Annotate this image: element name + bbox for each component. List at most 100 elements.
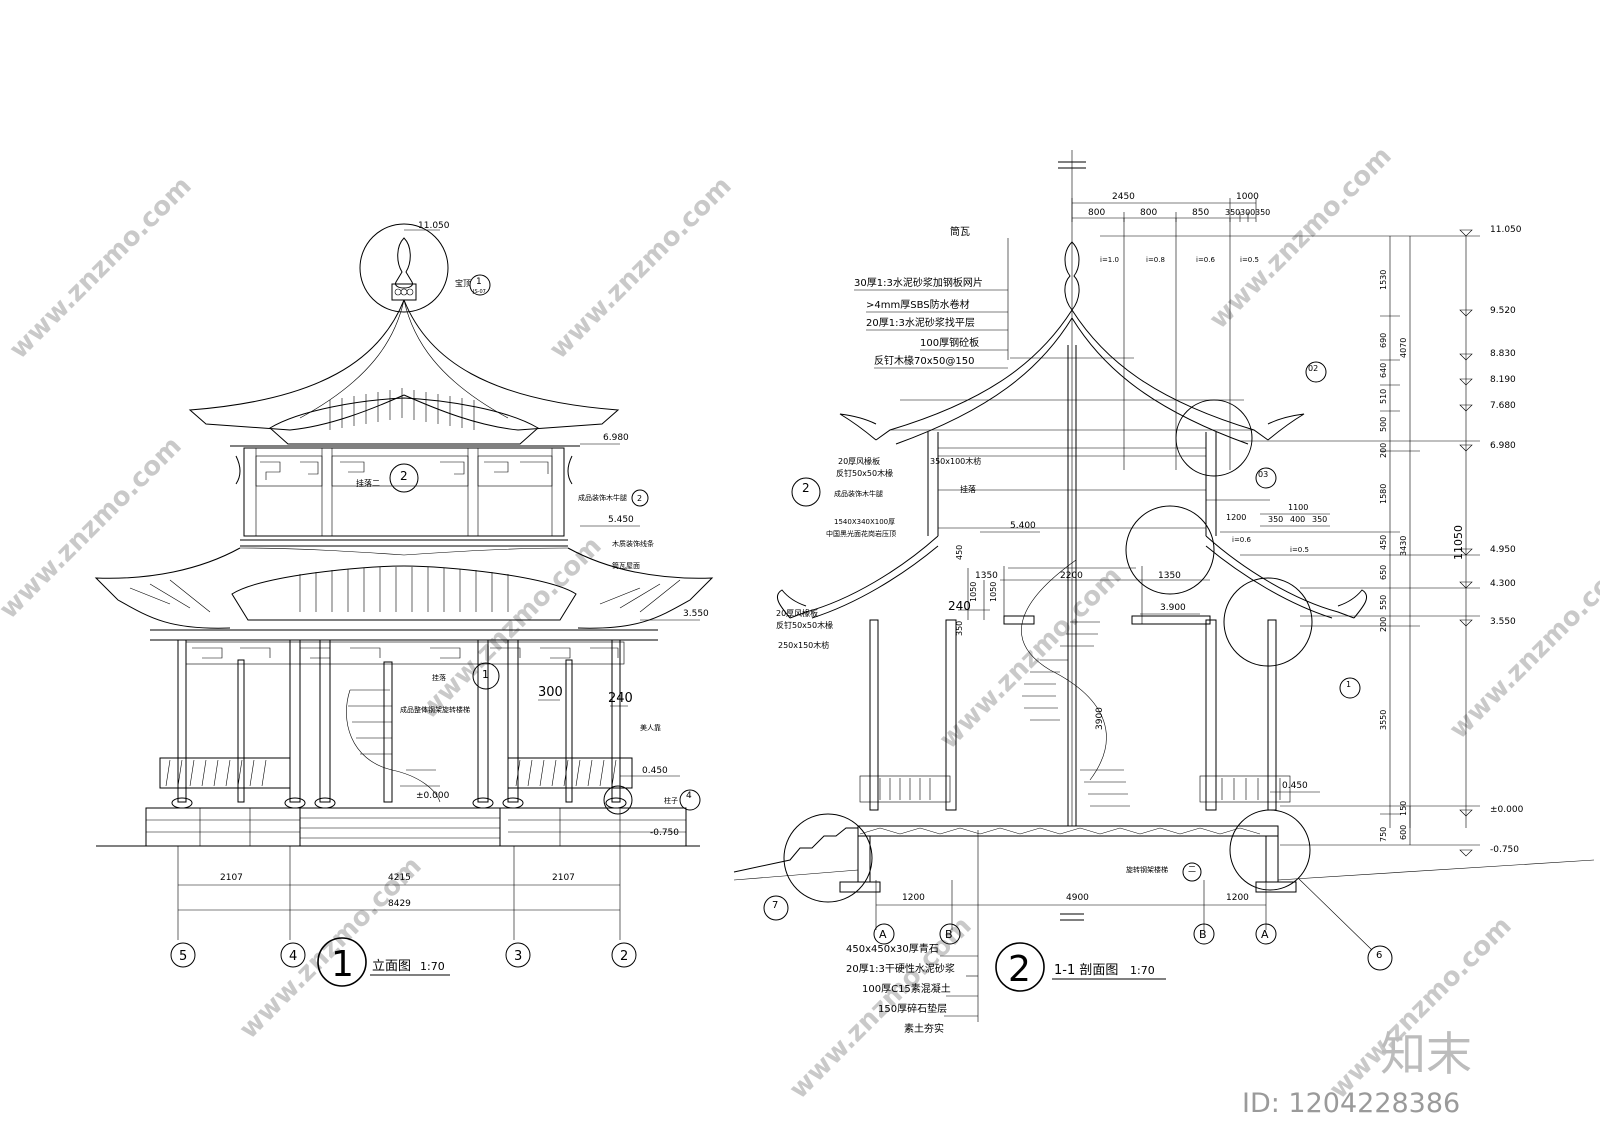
dim-right-total: 4070 (1399, 338, 1408, 358)
dim-interior: 1050 (989, 582, 998, 602)
roof-layer: >4mm厚SBS防水卷材 (866, 298, 970, 311)
elevation-columns (177, 639, 621, 803)
roof-layer: 100厚钢砼板 (920, 336, 979, 349)
level-3550: 3.550 (683, 609, 709, 619)
axis-3: 3 (514, 949, 522, 964)
dim-right: 640 (1379, 363, 1388, 378)
dim-240: 240 (608, 691, 633, 706)
dim-right: 650 (1379, 565, 1388, 580)
upper-roof-left (188, 299, 405, 431)
watermark-id: ID: 1204228386 (1242, 1088, 1460, 1119)
section-levels: 11.050 9.520 8.830 8.190 7.680 6.980 4.9… (1490, 225, 1524, 855)
dim-mid: 1100 (1288, 503, 1308, 512)
dim-top: 350 (1255, 208, 1270, 217)
axis-4: 4 (289, 949, 297, 964)
fretwork-band (185, 641, 625, 665)
dim-interior: 1350 (1158, 571, 1181, 581)
watermark-site: www.znzmo.com (1204, 141, 1398, 335)
level-0450: 0.450 (1282, 781, 1308, 791)
dim-mid: 1200 (1226, 513, 1246, 522)
detail-ref: 2 (802, 481, 810, 495)
dim-top: 350 (1225, 208, 1240, 217)
level-0000: ±0.000 (416, 791, 450, 801)
dim-top: 800 (1140, 208, 1157, 218)
axis-2: 2 (620, 949, 628, 964)
dim-mid: 350 (1312, 515, 1327, 524)
section-number: 2 (1008, 949, 1031, 990)
elevation-title-circle (317, 937, 367, 987)
dim-bottom: 1200 (1226, 893, 1249, 903)
lower-roof-front (231, 565, 577, 621)
axis-5: 5 (179, 949, 187, 964)
axis-B: B (945, 928, 953, 941)
front-steps (299, 807, 501, 847)
level-0450: 0.450 (642, 766, 668, 776)
detail-6-circle (1229, 809, 1311, 891)
watermark-site: www.znzmo.com (544, 171, 738, 365)
detail-ref: 7 (772, 900, 778, 911)
left-note: 20厚风椽板 (776, 608, 818, 618)
dim-bottom: 4900 (1066, 893, 1089, 903)
finial-detail-circle (359, 223, 449, 313)
level: 3.550 (1490, 617, 1516, 627)
left-note: 反钉50x50木椽 (836, 468, 893, 478)
detail-ref: 4 (686, 791, 692, 801)
dim-interior: 450 (955, 545, 964, 560)
detail-ref: 6 (1376, 950, 1382, 961)
dim-right: 3550 (1379, 710, 1388, 730)
note-bracket: 成品装饰木牛腿 (578, 493, 627, 502)
dim-right: 750 (1379, 827, 1388, 842)
section-drawing: 2450 1000 800 800 850 350 300 350 i=1.0 … (733, 150, 1595, 1035)
stair-note: 旋转钢架楼梯 (1126, 865, 1168, 874)
left-note: 20厚风椽板 (838, 456, 880, 466)
floor-slab (857, 825, 1279, 837)
dim-right: 200 (1379, 443, 1388, 458)
dim-right: 1580 (1379, 484, 1388, 504)
dim-interior: 1350 (975, 571, 998, 581)
detail-ref: 1 (482, 668, 489, 681)
level-3900: 3.900 (1160, 603, 1186, 613)
roof-layer: 反钉木椽70x50@150 (874, 354, 974, 367)
level-5450: 5.450 (608, 515, 634, 525)
left-note: 250x150木枋 (778, 640, 829, 650)
note-gualuo: 挂落 (432, 673, 446, 682)
dim-interior: 1050 (969, 582, 978, 602)
level: 8.830 (1490, 349, 1516, 359)
note-gualuo2: 挂落二 (356, 478, 380, 488)
section-right-dimensions (1100, 235, 1480, 846)
dim-3900: 3900 (1095, 707, 1105, 730)
floor-layer: 150厚碎石垫层 (878, 1002, 947, 1015)
dim-bottom: 1200 (902, 893, 925, 903)
section-stair (1022, 621, 1130, 807)
dim-top: 2450 (1112, 192, 1135, 202)
dim-right: 600 (1399, 825, 1408, 840)
watermark-logo: 知末 (1380, 1027, 1472, 1081)
dim-4215: 4215 (388, 873, 411, 883)
dim-right-total: 11050 (1452, 525, 1465, 560)
level: 4.300 (1490, 579, 1516, 589)
detail-ref: 1 (1346, 680, 1351, 689)
detail-02-circle (1175, 399, 1253, 477)
dim-right: 500 (1379, 417, 1388, 432)
section-scale: 1:70 (1130, 964, 1155, 977)
level-11050: 11.050 (418, 221, 450, 231)
detail-7-circle (783, 813, 873, 903)
dim-interior: 240 (948, 599, 971, 613)
elevation-number: 1 (331, 944, 354, 985)
roof-layer: 30厚1:3水泥砂浆加钢板网片 (854, 276, 983, 289)
level-6980: 6.980 (603, 433, 629, 443)
inner-note: 挂落 (960, 484, 976, 494)
level-5400: 5.400 (1010, 521, 1036, 531)
dim-right: 510 (1379, 389, 1388, 404)
note-column: 柱子 (664, 796, 678, 805)
section-upper-roof-left (875, 309, 1073, 441)
section-title: 1-1 剖面图 (1054, 963, 1118, 978)
section-lower-roof-left (789, 535, 939, 619)
detail-ref: 03 (1258, 470, 1268, 479)
axis-A: A (879, 928, 887, 941)
slope-label: i=0.6 (1196, 256, 1215, 264)
roof-layer: 20厚1:3水泥砂浆找平层 (866, 316, 975, 329)
left-note: 反钉50x50木椽 (776, 620, 833, 630)
elevation-drawing: 11.050 宝顶 1 JS-07 2 挂落二 (94, 221, 714, 987)
section-columns (869, 619, 1277, 811)
